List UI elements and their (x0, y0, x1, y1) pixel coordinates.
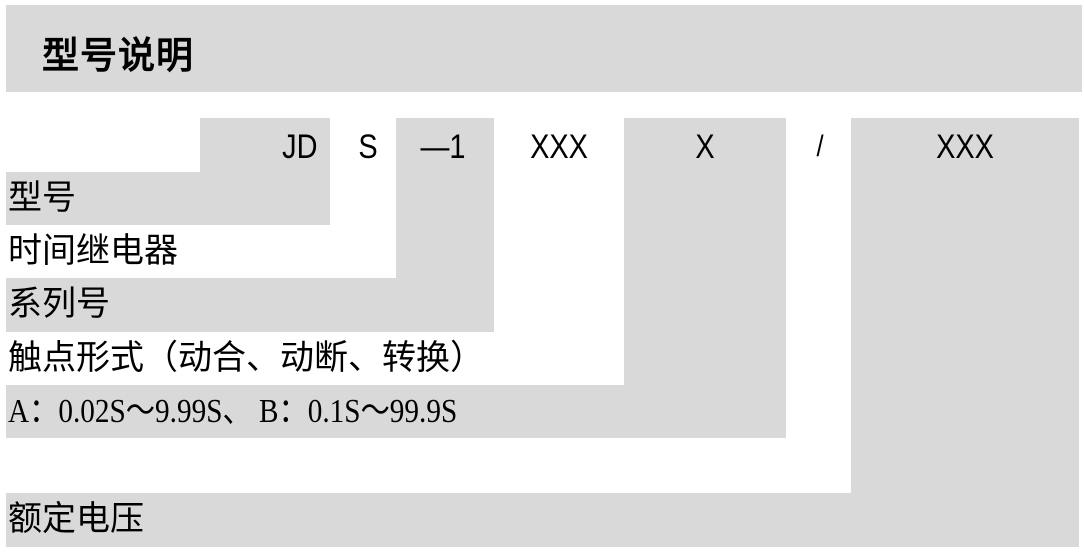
label-time-relay: 时间继电器 (8, 231, 178, 271)
code-segment-contact: XXX (530, 128, 588, 166)
shade-jd-column (200, 118, 330, 172)
shade-row-time-range (6, 385, 786, 438)
code-segment-s: S (358, 128, 378, 166)
code-segment-slash: / (816, 130, 824, 163)
shade-row-series (6, 278, 494, 332)
shade-x-column (624, 118, 786, 385)
label-contact-form: 触点形式（动合、动断、转换） (8, 338, 484, 378)
code-segment-range: X (695, 128, 715, 166)
section-title-bar: 型号说明 (6, 5, 1082, 92)
code-segment-voltage: XXX (936, 128, 994, 166)
label-series: 系列号 (8, 284, 110, 324)
shade-row-model (6, 172, 330, 225)
label-time-range: A：0.02S～9.99S、 B：0.1S～99.9S (8, 393, 458, 430)
shade-series-column (396, 118, 494, 278)
shade-voltage-column (851, 118, 1079, 493)
label-model: 型号 (8, 178, 76, 218)
code-segment-jd: JD (282, 128, 318, 166)
shade-row-voltage (6, 493, 1079, 547)
code-segment-series: —1 (420, 128, 466, 166)
label-rated-voltage: 额定电压 (8, 499, 144, 539)
section-title: 型号说明 (42, 34, 194, 77)
